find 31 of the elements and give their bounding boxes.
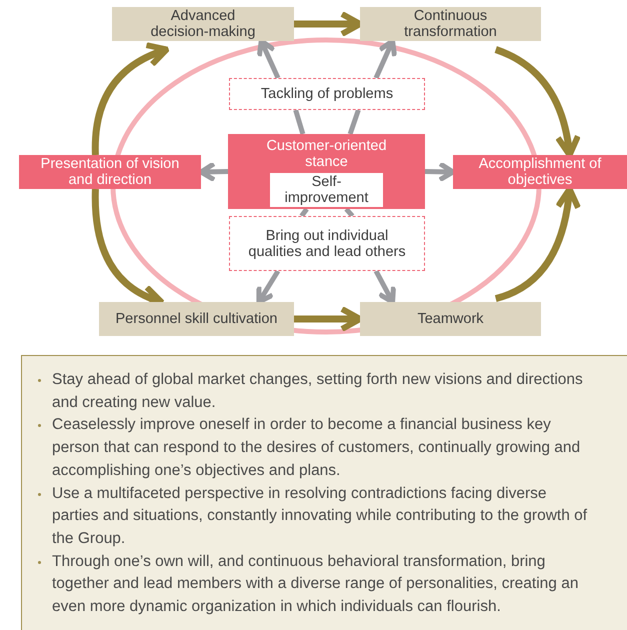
node-text: Advanced decision-making bbox=[150, 8, 256, 40]
key-box bbox=[19, 155, 201, 189]
arrow bbox=[256, 38, 280, 80]
arrow bbox=[424, 161, 456, 182]
arrow bbox=[374, 38, 398, 80]
dashed-box bbox=[229, 216, 425, 271]
node-text: Personnel skill cultivation bbox=[114, 311, 278, 327]
competency-box bbox=[360, 7, 541, 41]
competency-box bbox=[99, 302, 294, 336]
arrow bbox=[256, 270, 280, 304]
dashed-box bbox=[229, 78, 425, 110]
node-text: Teamwork bbox=[416, 311, 485, 327]
note-text: Ceaselessly improve oneself in order to become a financial business key person that can respond to the desires of customers, continually growing and accomplishing one’s objectives and plans. bbox=[52, 415, 582, 481]
core-inner-box bbox=[270, 173, 383, 207]
arrow bbox=[92, 43, 170, 156]
note-text: Use a multifaceted perspective in resolving contradictions facing diverse parties and situations, constantly innovating while contributing to the growth of the Group. bbox=[52, 484, 588, 549]
node-text: Continuous transformation bbox=[403, 8, 498, 40]
node-text: Bring out individual qualities and lead others bbox=[247, 228, 407, 260]
note-text: Stay ahead of global market changes, setting forth new visions and directions and creating new value. bbox=[52, 370, 584, 413]
node-text: Accomplishment of objectives bbox=[478, 156, 602, 188]
core-box bbox=[228, 134, 425, 209]
note-text: Through one’s own will, and continuous behavioral transformation, bring together and lead members with a diverse range of personalities, creating an even more dynamic organization in which individuals can flourish. bbox=[52, 552, 580, 618]
key-box bbox=[453, 155, 627, 189]
competency-box bbox=[112, 7, 294, 41]
node-text: Self-improvement bbox=[284, 174, 370, 206]
competency-box bbox=[360, 302, 541, 336]
node-text: Tackling of problems bbox=[260, 86, 394, 102]
node-text: Presentation of vision and direction bbox=[40, 156, 180, 188]
arrow bbox=[494, 46, 580, 158]
arrow bbox=[374, 270, 396, 304]
node-text: Customer-oriented stance bbox=[265, 138, 388, 170]
